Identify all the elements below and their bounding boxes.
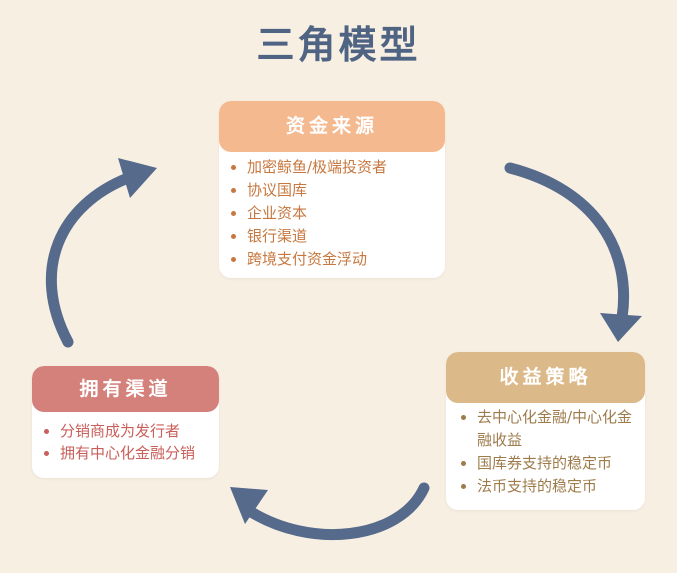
card-own-channel: 拥有渠道 分销商成为发行者 拥有中心化金融分销 — [32, 366, 219, 478]
own-channel-list: 分销商成为发行者 拥有中心化金融分销 — [32, 412, 219, 470]
card-yield-strategy: 收益策略 去中心化金融/中心化金融收益 国库券支持的稳定币 法币支持的稳定币 — [446, 352, 645, 510]
card-header-yield-strategy: 收益策略 — [446, 352, 645, 403]
diagram-title: 三角模型 — [256, 23, 421, 67]
arrow-source-to-strategy — [504, 162, 642, 342]
yield-strategy-list: 去中心化金融/中心化金融收益 国库券支持的稳定币 法币支持的稳定币 — [446, 403, 645, 504]
list-item: 分销商成为发行者 — [44, 420, 209, 442]
list-item: 法币支持的稳定币 — [461, 475, 635, 498]
list-item: 拥有中心化金融分销 — [44, 442, 209, 464]
list-item: 企业资本 — [231, 202, 435, 225]
arrow-channel-to-source — [45, 158, 157, 348]
list-item: 协议国库 — [231, 179, 435, 202]
arrow-strategy-to-channel — [230, 482, 430, 541]
list-item: 加密鲸鱼/极端投资者 — [231, 156, 435, 179]
card-header-funding-source: 资金来源 — [219, 101, 445, 152]
list-item: 银行渠道 — [231, 225, 435, 248]
list-item: 国库券支持的稳定币 — [461, 452, 635, 475]
list-item: 跨境支付资金浮动 — [231, 248, 435, 271]
funding-source-list: 加密鲸鱼/极端投资者 协议国库 企业资本 银行渠道 跨境支付资金浮动 — [219, 152, 445, 277]
card-header-own-channel: 拥有渠道 — [32, 366, 219, 412]
card-funding-source: 资金来源 加密鲸鱼/极端投资者 协议国库 企业资本 银行渠道 跨境支付资金浮动 — [219, 101, 445, 278]
list-item: 去中心化金融/中心化金融收益 — [461, 406, 635, 452]
